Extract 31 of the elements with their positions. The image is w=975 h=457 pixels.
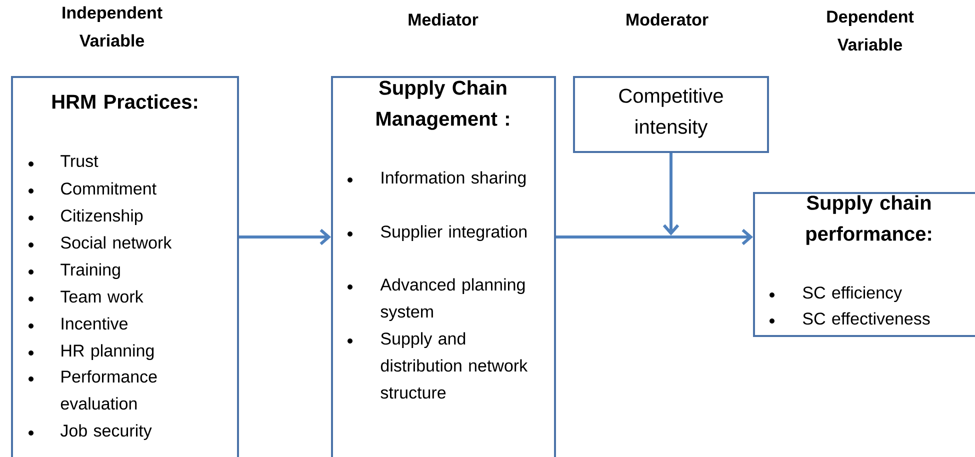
- bullet-item: Team work: [28, 290, 144, 303]
- bullet-item: Information sharing: [348, 171, 526, 188]
- text-box: [753, 192, 975, 337]
- text-box: [11, 76, 239, 457]
- bullet-item: Performance evaluation: [28, 370, 157, 410]
- heading: Competitive intensity: [619, 88, 723, 138]
- column-heading: Dependent Variable: [827, 10, 914, 51]
- bullet-item: Supply and distribution network structure: [348, 332, 528, 399]
- arrow: [556, 228, 753, 246]
- bullet-item: Incentive: [28, 317, 128, 330]
- heading: HRM Practices:: [52, 94, 197, 109]
- bullet-item: Citizenship: [28, 209, 143, 226]
- bullet-item: Job security: [28, 424, 152, 440]
- bullet-item: Social network: [28, 236, 172, 249]
- bullet-item: Advanced planning system: [348, 278, 525, 322]
- heading: Supply Chain Management :: [376, 80, 509, 130]
- text-box: [573, 76, 769, 153]
- heading: Supply chain performance:: [806, 195, 931, 245]
- bullet-item: HR planning: [28, 344, 154, 360]
- bullet-item: Training: [28, 263, 120, 280]
- arrow: [662, 153, 680, 236]
- column-heading: Mediator: [408, 13, 478, 26]
- text-box: [331, 76, 556, 457]
- bullet-item: Trust: [28, 155, 98, 168]
- bullet-item: SC effectiveness: [770, 312, 930, 325]
- bullet-item: SC efficiency: [770, 286, 902, 302]
- arrow: [239, 228, 331, 246]
- column-heading: Independent Variable: [62, 6, 162, 47]
- column-heading: Moderator: [626, 13, 708, 26]
- bullet-item: Supplier integration: [348, 225, 526, 242]
- bullet-item: Commitment: [28, 182, 156, 195]
